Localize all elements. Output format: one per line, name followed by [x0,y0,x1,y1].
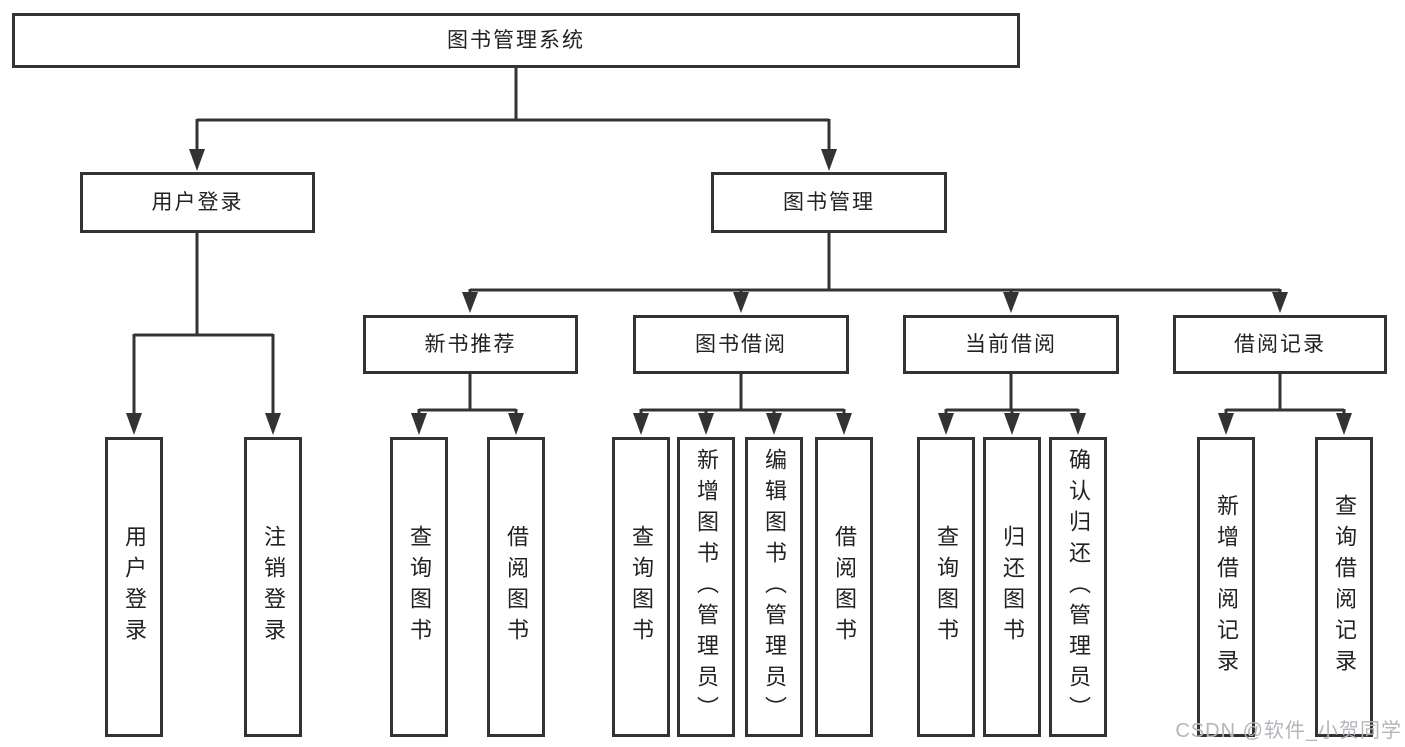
leaf-nb-query-books-label: 查询图书 [407,525,432,649]
leaf-cb-query-books: 查询图书 [917,437,975,737]
arrowheads-current-borrow-leaves [938,413,1086,435]
connector-borrow-record-to-leaves [1224,374,1346,416]
node-root-library-system: 图书管理系统 [12,13,1020,68]
leaf-bb-borrow-books-label: 借阅图书 [832,525,857,649]
arrowheads-new-book-leaves [411,413,524,435]
leaf-bb-query-books: 查询图书 [612,437,670,737]
csdn-watermark: CSDN @软件_小贺同学 [1175,720,1402,742]
node-borrow-record: 借阅记录 [1173,315,1387,374]
leaf-nb-borrow-books: 借阅图书 [487,437,545,737]
leaf-bb-edit-books-admin-label: 编辑图书（管理员） [762,447,787,727]
node-book-management-label: 图书管理 [783,191,875,214]
leaf-cb-confirm-return-admin: 确认归还（管理员） [1049,437,1107,737]
connector-book-mgmt-to-level3 [468,233,1282,295]
node-current-borrow-label: 当前借阅 [965,333,1057,356]
leaf-cb-return-books-label: 归还图书 [1000,525,1025,649]
connector-root-to-level2 [195,68,831,152]
leaf-nb-borrow-books-label: 借阅图书 [504,525,529,649]
leaf-br-query-record-label: 查询借阅记录 [1332,494,1357,680]
leaf-bb-add-books-admin-label: 新增图书（管理员） [694,447,719,727]
leaf-logout: 注销登录 [244,437,302,737]
leaf-bb-add-books-admin: 新增图书（管理员） [677,437,735,737]
arrowheads-level2 [189,149,837,171]
leaf-bb-borrow-books: 借阅图书 [815,437,873,737]
arrowheads-level3 [462,292,1288,313]
leaf-user-login: 用户登录 [105,437,163,737]
node-new-book-recommend-label: 新书推荐 [424,333,517,356]
node-book-borrow: 图书借阅 [633,315,849,374]
leaf-bb-query-books-label: 查询图书 [629,525,654,649]
leaf-cb-confirm-return-admin-label: 确认归还（管理员） [1066,447,1091,727]
leaf-br-add-record-label: 新增借阅记录 [1214,494,1239,680]
arrowheads-book-borrow-leaves [633,413,852,435]
node-book-borrow-label: 图书借阅 [695,333,787,356]
node-borrow-record-label: 借阅记录 [1234,333,1326,356]
arrowheads-user-login-leaves [126,413,281,435]
connector-new-book-to-leaves [417,374,518,416]
connector-user-login-to-leaves [132,233,275,416]
node-current-borrow: 当前借阅 [903,315,1119,374]
leaf-nb-query-books: 查询图书 [390,437,448,737]
leaf-cb-return-books: 归还图书 [983,437,1041,737]
leaf-cb-query-books-label: 查询图书 [934,525,959,649]
leaf-br-query-record: 查询借阅记录 [1315,437,1373,737]
node-root-label: 图书管理系统 [447,29,585,52]
leaf-logout-label: 注销登录 [261,525,286,649]
node-user-login-label: 用户登录 [151,191,244,214]
leaf-br-add-record: 新增借阅记录 [1197,437,1255,737]
connector-book-borrow-to-leaves [639,374,846,416]
node-user-login: 用户登录 [80,172,315,233]
leaf-bb-edit-books-admin: 编辑图书（管理员） [745,437,803,737]
connector-current-borrow-to-leaves [944,374,1080,416]
arrowheads-borrow-record-leaves [1218,413,1352,435]
node-new-book-recommend: 新书推荐 [363,315,578,374]
node-book-management: 图书管理 [711,172,947,233]
leaf-user-login-label: 用户登录 [122,525,147,649]
